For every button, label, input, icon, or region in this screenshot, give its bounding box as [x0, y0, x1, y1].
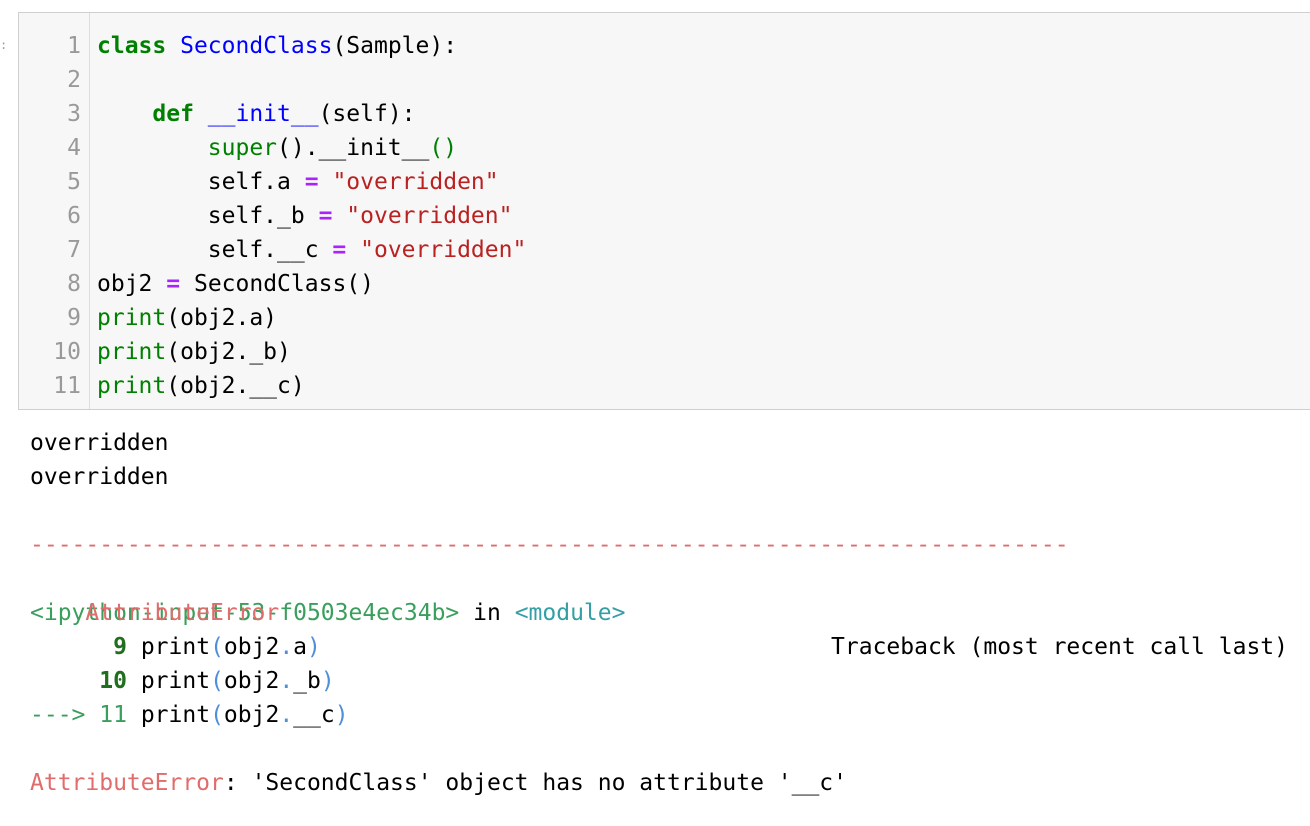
input-reference: <ipython-input-53-f0503e4ec34b>	[30, 600, 460, 626]
current-line-arrow: --->	[30, 702, 100, 728]
line-number: 6	[67, 203, 81, 229]
error-name: AttributeError	[85, 600, 280, 626]
line-number: 7	[67, 237, 81, 263]
line-number-gutter: 1 2 3 4 5 6 7 8 9 10 11	[19, 13, 90, 409]
code-line: print(obj2._b)	[97, 339, 291, 365]
code-line: self.a = "overridden"	[207, 169, 499, 195]
code-line: print(obj2.__c)	[97, 373, 305, 399]
traceback-title: Traceback (most recent call last)	[831, 634, 1288, 660]
line-number: 8	[67, 271, 81, 297]
line-number: 4	[67, 135, 81, 161]
code-line: class SecondClass(Sample):	[97, 33, 458, 59]
prompt-marker: :	[0, 38, 8, 52]
code-cell-input[interactable]: 1 2 3 4 5 6 7 8 9 10 11 class SecondClas…	[18, 12, 1310, 410]
module-reference: <module>	[514, 600, 626, 626]
code-line: self._b = "overridden"	[207, 203, 513, 229]
line-number: 10	[53, 339, 81, 365]
traceback-location: <ipython-input-53-f0503e4ec34b> in <modu…	[30, 600, 626, 626]
line-number: 5	[67, 169, 81, 195]
line-number: 1	[67, 33, 81, 59]
traceback-header: AttributeError Traceback (most recent ca…	[30, 562, 1290, 660]
stdout-line: overridden	[30, 464, 169, 490]
error-message: AttributeError: 'SecondClass' object has…	[30, 770, 847, 796]
code-editor[interactable]: class SecondClass(Sample): def __init__(…	[97, 29, 1310, 403]
code-line: self.__c = "overridden"	[207, 237, 527, 263]
traceback-code-line: 9 print(obj2.a)	[113, 634, 321, 660]
stdout-line: overridden	[30, 430, 169, 456]
traceback-code-line: 10 print(obj2._b)	[99, 668, 335, 694]
code-line: def __init__(self):	[152, 101, 416, 127]
code-line	[97, 63, 1310, 97]
line-number: 9	[67, 305, 81, 331]
code-line: super().__init__()	[207, 135, 458, 161]
traceback-separator: ----------------------------------------…	[30, 532, 1069, 558]
line-number: 2	[67, 67, 81, 93]
code-line: print(obj2.a)	[97, 305, 278, 331]
code-line: obj2 = SecondClass()	[97, 271, 374, 297]
line-number: 3	[67, 101, 81, 127]
traceback-code-line-current: ---> 11 print(obj2.__c)	[30, 702, 349, 728]
line-number: 11	[53, 373, 81, 399]
cell-output: overridden overridden ------------------…	[30, 426, 1290, 800]
